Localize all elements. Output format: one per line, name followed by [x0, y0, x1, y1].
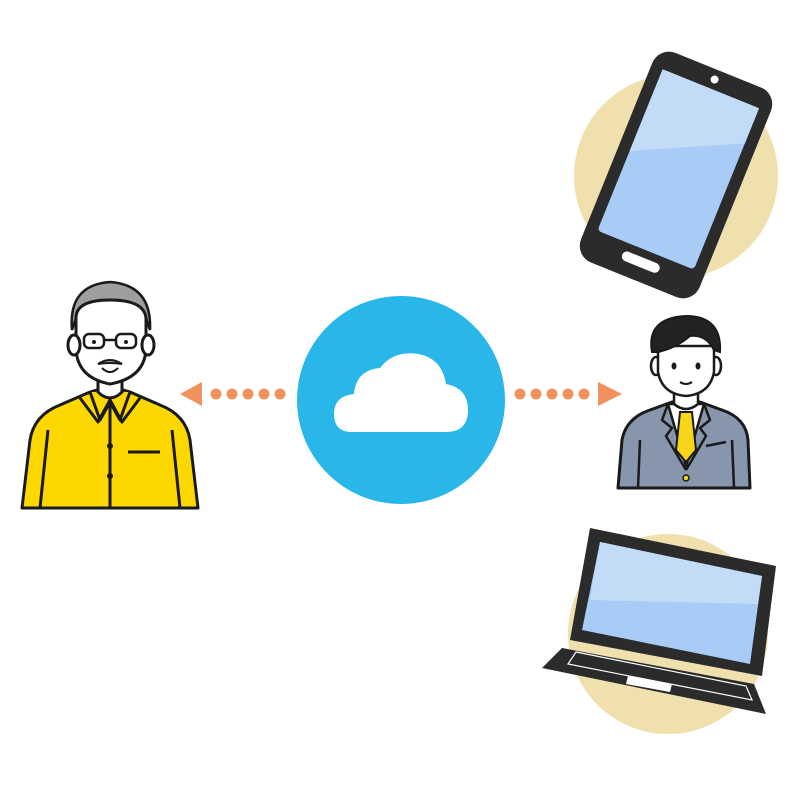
elderly-man-icon: [22, 282, 198, 508]
cloud-icon: [297, 296, 505, 504]
dotted-arrow-right-icon: [515, 382, 623, 406]
dotted-arrow-left-icon: [180, 382, 286, 406]
businessman-icon: [618, 316, 750, 488]
smartphone-icon: [574, 46, 778, 303]
laptop-icon: [542, 528, 776, 734]
